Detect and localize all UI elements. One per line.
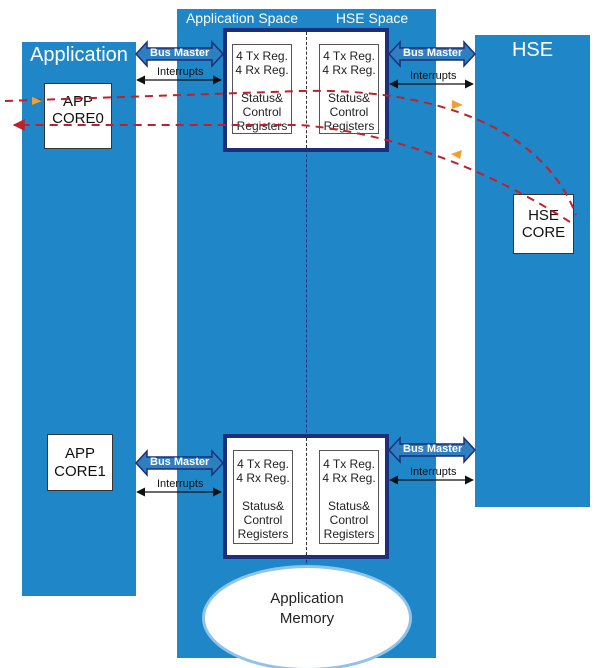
control-label: Control	[243, 513, 283, 527]
mailbox-top-hse-registers: 4 Tx Reg. 4 Rx Reg. Status& Control Regi…	[319, 44, 379, 134]
bus-master-label-bottom-right: Bus Master	[403, 443, 463, 455]
mailbox-top: 4 Tx Reg. 4 Rx Reg. Status& Control Regi…	[223, 28, 389, 152]
bus-master-arrow-bottom-right	[387, 436, 477, 464]
rx-reg-label: 4 Rx Reg.	[322, 63, 376, 77]
bus-master-label-top-right: Bus Master	[403, 47, 463, 59]
app-core1-line2: CORE1	[54, 462, 106, 480]
control-label: Control	[242, 105, 282, 119]
bus-master-label-bottom-left: Bus Master	[150, 456, 210, 468]
hse-column: HSE	[475, 35, 590, 507]
rx-reg-label: 4 Rx Reg.	[235, 63, 289, 77]
interrupts-label-top-left: Interrupts	[157, 66, 204, 78]
status-label: Status&	[241, 499, 285, 513]
registers-label: Registers	[323, 527, 375, 541]
control-label: Control	[329, 513, 369, 527]
status-label: Status&	[327, 499, 371, 513]
flow-arrowhead-right-lower	[451, 150, 462, 159]
app-core0-line1: APP	[62, 93, 93, 110]
hse-space-title: HSE Space	[335, 10, 409, 26]
rx-reg-label: 4 Rx Reg.	[236, 471, 290, 485]
mailbox-bottom-divider	[306, 438, 307, 555]
bus-master-label-top-left: Bus Master	[150, 47, 210, 59]
interrupts-label-bottom-right: Interrupts	[410, 466, 457, 478]
bus-master-arrow-top-left	[134, 40, 225, 68]
mailbox-top-app-registers: 4 Tx Reg. 4 Rx Reg. Status& Control Regi…	[232, 44, 292, 134]
flow-arrowhead-right-upper	[452, 100, 463, 109]
request-flow-path	[4, 89, 577, 216]
bus-master-arrow-bottom-left	[134, 449, 225, 477]
bus-master-arrow-top-right	[387, 40, 477, 68]
space-divider	[306, 29, 307, 658]
app-core0-line2: CORE0	[52, 110, 104, 128]
tx-reg-label: 4 Tx Reg.	[237, 457, 289, 471]
app-space-title: Application Space	[185, 10, 299, 26]
mailbox-bottom: 4 Tx Reg. 4 Rx Reg. Status& Control Regi…	[223, 434, 389, 559]
interrupts-label-top-right: Interrupts	[410, 70, 457, 82]
rx-reg-label: 4 Rx Reg.	[322, 471, 376, 485]
status-label: Status&	[240, 91, 284, 105]
application-title: Application	[30, 44, 128, 66]
mailbox-bottom-hse-registers: 4 Tx Reg. 4 Rx Reg. Status& Control Regi…	[319, 450, 379, 544]
memory-line1: Application	[270, 589, 344, 607]
interrupts-label-bottom-left: Interrupts	[157, 478, 204, 490]
app-core1-line1: APP	[64, 445, 95, 463]
hse-core-line2: CORE	[521, 224, 566, 241]
tx-reg-label: 4 Tx Reg.	[323, 457, 375, 471]
control-label: Control	[329, 105, 369, 119]
response-flow-path	[12, 119, 571, 223]
registers-label: Registers	[237, 527, 289, 541]
hse-title: HSE	[511, 39, 554, 61]
status-label: Status&	[327, 91, 371, 105]
tx-reg-label: 4 Tx Reg.	[236, 49, 288, 63]
tx-reg-label: 4 Tx Reg.	[323, 49, 375, 63]
flow-arrowhead-left	[32, 97, 42, 105]
memory-line2: Memory	[279, 610, 335, 627]
mailbox-bottom-app-registers: 4 Tx Reg. 4 Rx Reg. Status& Control Regi…	[233, 450, 293, 544]
